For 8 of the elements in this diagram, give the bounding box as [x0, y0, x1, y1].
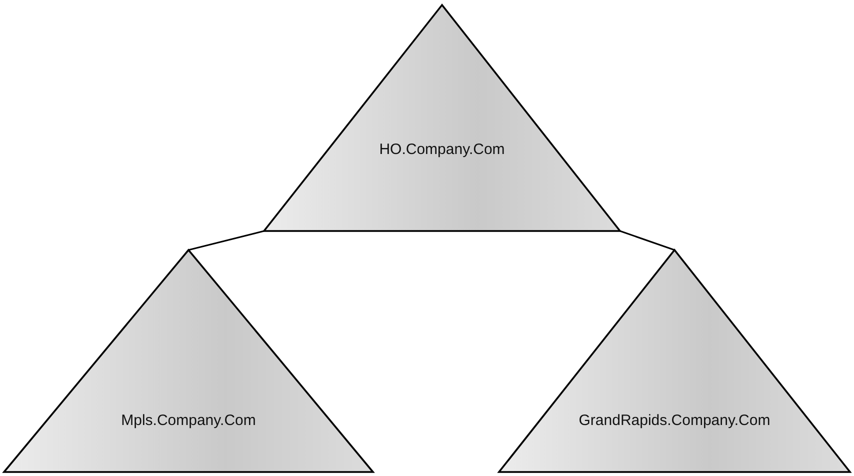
domain-triangle [264, 5, 620, 231]
domain-triangle [4, 250, 373, 472]
domain-label: Mpls.Company.Com [120, 412, 257, 429]
domain-label: HO.Company.Com [378, 141, 506, 158]
domain-triangle [499, 250, 850, 472]
connector-line [188, 230, 264, 251]
connector-line [620, 230, 675, 251]
domain-label: GrandRapids.Company.Com [578, 412, 772, 429]
